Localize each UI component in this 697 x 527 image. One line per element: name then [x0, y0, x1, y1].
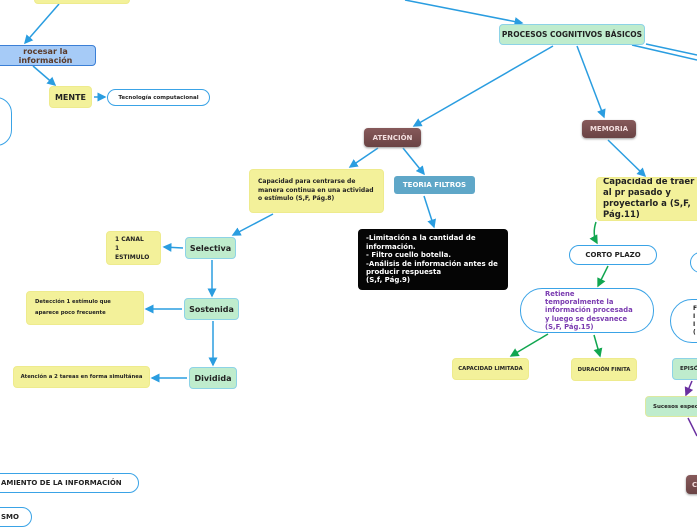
link	[597, 265, 609, 288]
dividida-definition[interactable]: Atención a 2 tareas en forma simultánea	[13, 366, 150, 388]
capacidad-limitada-node[interactable]: CAPACIDAD LIMITADA	[452, 358, 529, 380]
teoria-filtros-node[interactable]: TEORIA FILTROS	[394, 176, 475, 194]
episodica-node[interactable]: EPISÓ	[672, 358, 697, 380]
atencion-definition[interactable]: Capacidad para centrarse de manera conti…	[249, 169, 384, 213]
sucesos-node[interactable]: Sucesos especi	[645, 396, 697, 417]
duracion-finita-node[interactable]: DURACIÓN FINITA	[571, 358, 637, 381]
retiene-node[interactable]: Retiene temporalmente la información pro…	[520, 288, 654, 333]
dark-partial-node[interactable]: C	[686, 475, 697, 494]
smo-node[interactable]: SMO	[0, 507, 32, 527]
tecnologia-node[interactable]: Tecnología computacional	[107, 89, 210, 106]
link	[631, 44, 697, 61]
link	[576, 45, 606, 119]
link	[24, 3, 60, 45]
top-partial-node[interactable]	[34, 0, 130, 4]
mente-node[interactable]: MENTE	[49, 86, 92, 108]
link	[607, 139, 647, 178]
link	[687, 417, 697, 437]
link	[348, 147, 379, 168]
memoria-definition-text: Capacidad de traer al pr pasado y proyec…	[603, 177, 695, 221]
sostenida-node[interactable]: Sostenida	[184, 298, 239, 320]
link	[412, 45, 554, 127]
link	[509, 333, 549, 357]
sostenida-definition[interactable]: Detección 1 estímulo que aparece poco fr…	[26, 291, 144, 325]
selectiva-node[interactable]: Selectiva	[185, 237, 236, 259]
link	[589, 221, 598, 245]
link	[684, 380, 694, 397]
atencion-node[interactable]: ATENCIÓN	[364, 128, 421, 147]
filtros-definition[interactable]: -Limitación a la cantidad de información…	[358, 229, 508, 290]
selectiva-definition[interactable]: 1 CANAL 1 ESTIMULO	[106, 231, 161, 265]
procesar-informacion-node[interactable]: rocesar la información	[0, 45, 96, 66]
dividida-node[interactable]: Dividida	[189, 367, 237, 389]
corto-plazo-node[interactable]: CORTO PLAZO	[569, 245, 657, 265]
link	[404, 0, 524, 26]
link	[423, 195, 436, 229]
memoria-definition[interactable]: Capacidad de traer al pr pasado y proyec…	[596, 177, 697, 221]
procesamiento-informacion-node[interactable]: AMIENTO DE LA INFORMACIÓN	[0, 473, 139, 493]
link	[593, 334, 603, 358]
link	[402, 147, 425, 176]
link	[162, 242, 184, 252]
link	[32, 65, 57, 86]
root-node[interactable]: PROCESOS COGNITIVOS BÁSICOS	[499, 24, 645, 45]
link	[231, 213, 274, 236]
memoria-node[interactable]: MEMORIA	[582, 120, 636, 138]
link	[645, 43, 697, 56]
